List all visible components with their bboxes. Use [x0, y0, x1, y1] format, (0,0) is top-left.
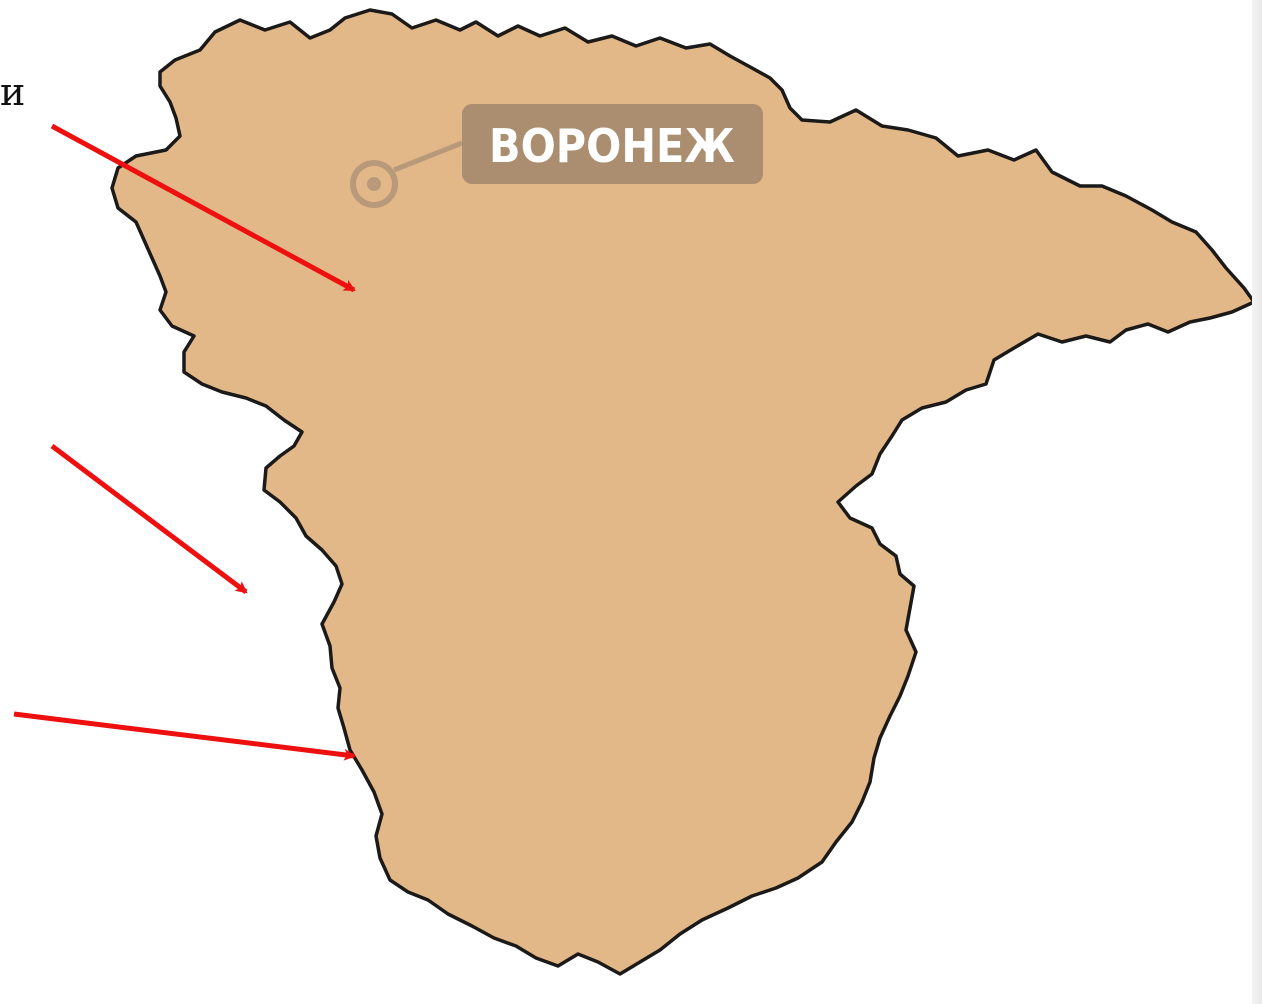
annotation-arrows — [13, 123, 356, 761]
page-edge-strip — [1252, 0, 1262, 1004]
arrow-3 — [13, 711, 356, 761]
arrow-1 — [50, 123, 356, 293]
city-label-box — [462, 104, 763, 184]
voronezh-region-shape — [110, 8, 1256, 976]
city-marker-dot — [367, 177, 381, 191]
clipped-edge-text: и — [0, 70, 26, 114]
city-leader-line — [393, 140, 463, 173]
city-label: ВОРОНЕЖ — [489, 119, 735, 173]
arrow-2 — [50, 444, 248, 594]
city-marker-ring — [350, 160, 398, 208]
city-voronezh: ВОРОНЕЖ — [350, 104, 763, 208]
